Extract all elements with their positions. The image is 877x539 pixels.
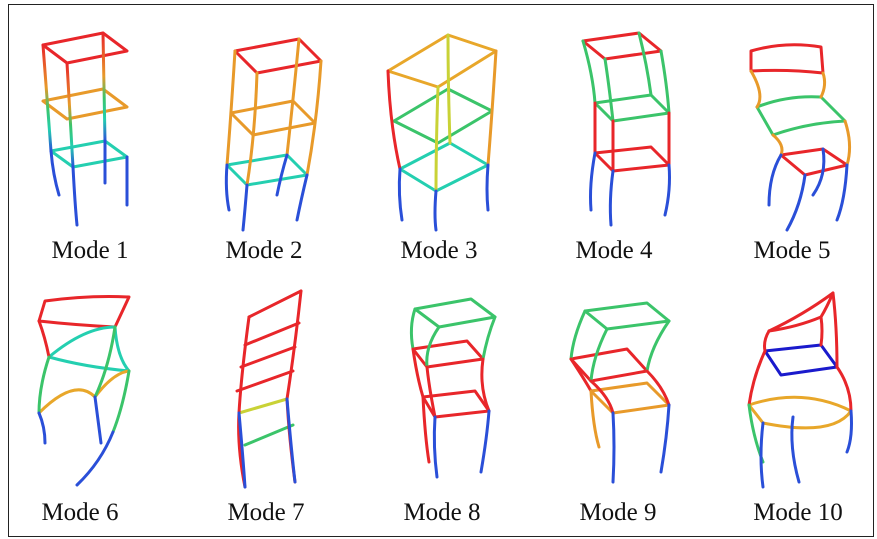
- mode-panel-8: Mode 8: [367, 287, 517, 537]
- mode-3-shape: [386, 33, 498, 232]
- mode-panel-5: Mode 5: [717, 25, 867, 275]
- mode-panel-1: Mode 1: [15, 25, 165, 275]
- mode-8-shape: [409, 297, 497, 479]
- mode-9-shape: [569, 301, 671, 484]
- mode-6-shape: [37, 295, 131, 487]
- figure-frame: Mode 1 Mode 2: [8, 4, 874, 537]
- mode-4-shape: [581, 31, 671, 227]
- mode-label: Mode 7: [227, 499, 305, 526]
- mode-2-shape: [224, 37, 323, 232]
- mode-label: Mode 8: [403, 499, 481, 526]
- mode-label: Mode 5: [753, 237, 831, 264]
- mode-label: Mode 6: [41, 499, 119, 526]
- mode-label: Mode 3: [400, 237, 478, 264]
- mode-panel-10: Mode 10: [723, 287, 873, 537]
- mode-1-shape: [41, 31, 129, 227]
- mode-panel-4: Mode 4: [539, 25, 689, 275]
- mode-panel-2: Mode 2: [189, 25, 339, 275]
- mode-panel-9: Mode 9: [543, 287, 693, 537]
- mode-7-shape: [235, 289, 303, 489]
- mode-label: Mode 10: [753, 499, 843, 526]
- mode-label: Mode 9: [579, 499, 657, 526]
- mode-label: Mode 2: [225, 237, 303, 264]
- mode-panel-3: Mode 3: [364, 25, 514, 275]
- mode-panel-7: Mode 7: [191, 287, 341, 537]
- mode-label: Mode 4: [575, 237, 653, 264]
- mode-panel-6: Mode 6: [5, 287, 155, 537]
- mode-10-shape: [747, 291, 853, 489]
- mode-5-shape: [749, 43, 852, 232]
- mode-label: Mode 1: [51, 237, 129, 264]
